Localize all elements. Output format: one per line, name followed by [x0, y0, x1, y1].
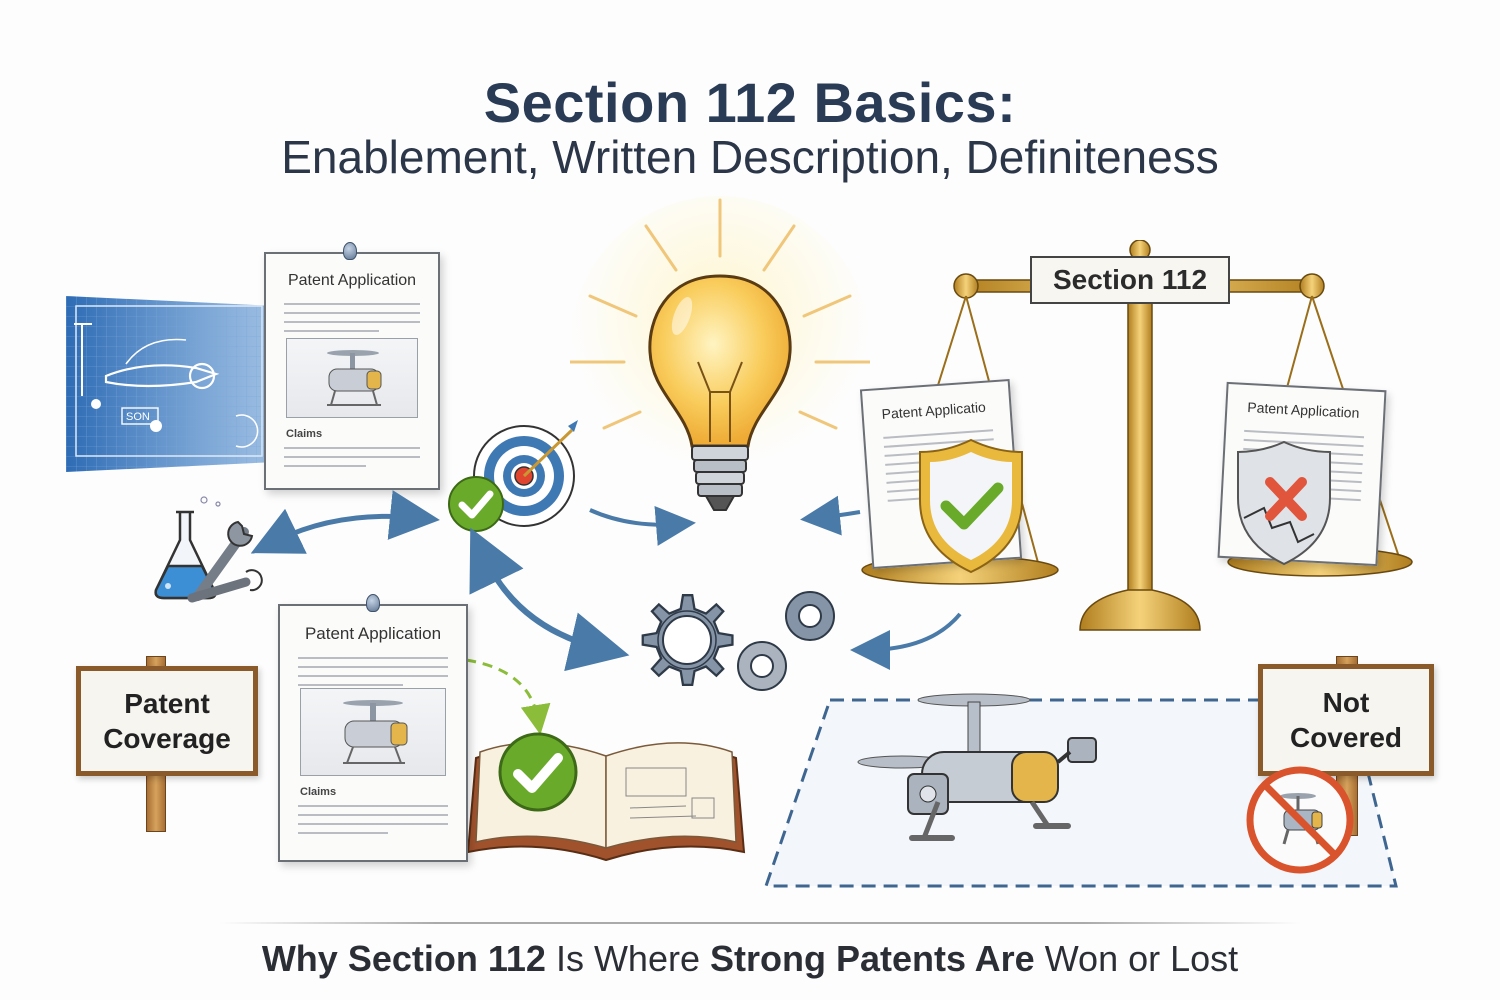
patent-coverage-sign: Patent Coverage	[76, 666, 258, 776]
patent-application-document: Patent Application Claims	[278, 604, 468, 862]
claims-label: Claims	[286, 428, 323, 440]
pin-icon	[366, 594, 380, 612]
claims-label: Claims	[300, 786, 337, 798]
prohibited-icon	[1240, 764, 1360, 876]
blueprint-icon: SON	[66, 296, 276, 472]
drone-icon	[286, 338, 418, 418]
flask-wrench-icon	[146, 494, 266, 614]
shield-check-icon	[916, 436, 1026, 576]
document-title: Patent Application	[304, 624, 442, 643]
footer-divider	[220, 922, 1300, 924]
document-title: Patent Application	[287, 272, 417, 289]
page-title: Section 112 Basics:	[483, 71, 1017, 134]
scale-label: Section 112	[1030, 256, 1230, 304]
drone-icon	[852, 686, 1132, 846]
patent-application-document: Patent Application Claims	[264, 252, 440, 490]
page-subtitle: Enablement, Written Description, Definit…	[281, 131, 1219, 183]
svg-text:SON: SON	[126, 411, 150, 423]
drone-icon	[300, 688, 446, 776]
shield-broken-icon	[1234, 438, 1334, 568]
gears-icon	[614, 580, 844, 700]
lightbulb-icon	[568, 196, 872, 568]
not-covered-sign: Not Covered	[1258, 664, 1434, 776]
pin-icon	[343, 242, 357, 260]
check-icon	[496, 730, 580, 814]
footer-tagline: Why Section 112 Is Where Strong Patents …	[261, 938, 1239, 979]
